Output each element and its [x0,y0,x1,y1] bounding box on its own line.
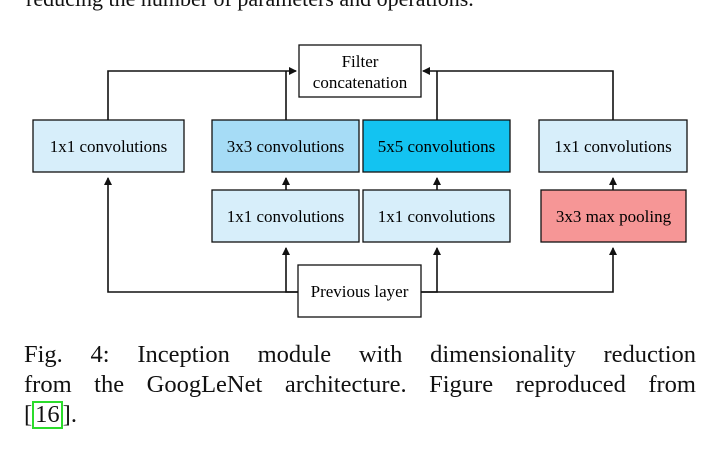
col4-top-label: 1x1 convolutions [554,137,672,156]
col3-bottom-node: 1x1 convolutions [362,189,511,243]
col3-top-label: 5x5 convolutions [378,137,496,156]
filter-concat-line1: Filter [342,52,379,71]
col4-bottom-node: 3x3 max pooling [540,189,687,243]
col4-top-node: 1x1 convolutions [538,119,688,173]
edge-prev-bus-left [285,265,298,293]
edge-prev-to-col4 [420,247,617,293]
col2-bottom-label: 1x1 convolutions [227,207,345,226]
caption-open-bracket: [ [24,401,33,428]
col2-top-label: 3x3 convolutions [227,137,345,156]
caption-line-3: [16]. [24,400,696,430]
previous-layer-node: Previous layer [297,264,422,318]
col2-bottom-node: 1x1 convolutions [211,189,360,243]
edge-prev-to-col1 [104,177,298,293]
citation-link[interactable]: 16 [32,401,63,429]
previous-paragraph-text: reducing the number of parameters and op… [26,0,706,12]
caption-line-1: Fig. 4: Inception module with dimensiona… [24,341,696,368]
caption-line-2: from the GoogLeNet architecture. Figure … [24,371,696,398]
filter-concat-line2: concatenation [313,73,408,92]
col1-top-node: 1x1 convolutions [32,119,185,173]
edge-col1-to-concat [107,67,297,120]
filter-concatenation-node: Filter concatenation [298,44,422,98]
col3-bottom-label: 1x1 convolutions [378,207,496,226]
edge-col4-to-concat [422,67,614,120]
caption-close: ]. [62,401,77,428]
edge-prev-bus-right [420,265,438,293]
col3-top-node: 5x5 convolutions [362,119,511,173]
connector-lines [104,67,617,293]
col4-bottom-label: 3x3 max pooling [556,207,672,226]
col1-top-label: 1x1 convolutions [50,137,168,156]
col2-top-node: 3x3 convolutions [211,119,360,173]
inception-module-diagram: Filter concatenation 1x1 convolutions 3x… [32,44,688,318]
figure-caption: Fig. 4: Inception module with dimensiona… [24,340,696,430]
previous-layer-label: Previous layer [311,282,409,301]
